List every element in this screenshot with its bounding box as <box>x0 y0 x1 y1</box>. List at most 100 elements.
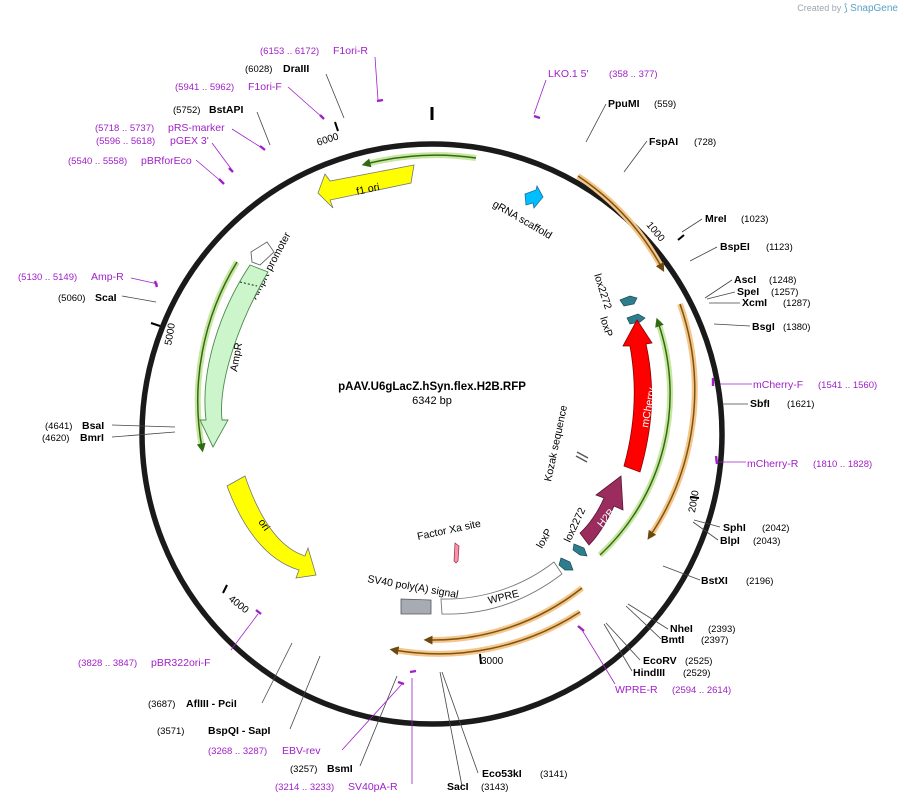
enzyme-asci-name: AscI <box>734 274 756 286</box>
enzyme-blpi-pos: (2043) <box>753 536 780 547</box>
enzyme-sbfi-name: SbfI <box>750 398 770 410</box>
primer-sv40pa-r-range: (3214 .. 3233) <box>275 782 334 793</box>
kozak-feature-line-2 <box>575 455 588 463</box>
green-arc-arrows <box>194 152 674 558</box>
ampr-label: AmpR <box>228 341 245 372</box>
enzyme-bspei-pos: (1123) <box>766 242 793 253</box>
enzyme-bmti-pos: (2397) <box>701 635 728 646</box>
enzyme-bstxi-name: BstXI <box>701 575 728 587</box>
enzyme-asci-pos: (1248) <box>769 275 796 286</box>
snapgene-logo-icon: ⟆ <box>843 3 848 14</box>
loxp-top-label: loxP <box>597 315 615 338</box>
factor-xa-label: Factor Xa site <box>416 518 482 543</box>
sv40-polya-feature <box>400 598 432 615</box>
orange-arc-arrows <box>389 173 698 657</box>
loxp-bottom-feature <box>558 557 574 571</box>
watermark-created-by: Created by <box>797 3 842 13</box>
plasmid-length: 6342 bp <box>412 395 452 407</box>
primer-pgex3-name: pGEX 3' <box>170 135 209 147</box>
tick-5000-line <box>150 322 161 327</box>
grna-scaffold-label: gRNA scaffold <box>491 198 555 242</box>
enzyme-bstapi-name: BstAPI <box>209 104 244 116</box>
tick-6000-line <box>334 121 339 132</box>
enzyme-xcmi-pos: (1287) <box>783 298 810 309</box>
primer-pgex3-range: (5596 .. 5618) <box>96 136 155 147</box>
enzyme-eco53ki-pos: (3141) <box>540 769 567 780</box>
enzyme-eco53ki-name: Eco53kI <box>482 768 522 780</box>
tick-marks <box>150 121 700 665</box>
loxp-bottom-label: loxP <box>534 527 555 551</box>
enzyme-hindiii-pos: (2529) <box>683 668 710 679</box>
enzyme-bmti-name: BmtI <box>661 634 684 646</box>
kozak-label: Kozak sequence <box>542 404 570 483</box>
enzyme-bspei-name: BspEI <box>720 241 750 253</box>
enzyme-bstxi-pos: (2196) <box>746 576 773 587</box>
primer-f1ori-f-name: F1ori-F <box>248 81 282 93</box>
enzyme-ecorv-pos: (2525) <box>685 656 712 667</box>
primer-f1ori-r-name: F1ori-R <box>333 45 368 57</box>
tick-label-3000: 3000 <box>481 656 504 667</box>
enzyme-spei-name: SpeI <box>737 286 759 298</box>
tick-2000-line <box>689 496 700 499</box>
enzyme-bsmi-name: BsmI <box>327 763 353 775</box>
tick-label-5000: 5000 <box>163 322 178 346</box>
enzyme-labels: PpuMI (559) FspAI (728) MreI (1023) BspE… <box>42 63 814 793</box>
ori-label: ori <box>256 517 273 533</box>
primer-sv40pa-r-name: SV40pA-R <box>348 781 398 793</box>
primer-lko1-name: LKO.1 5' <box>548 68 589 80</box>
ampr-feature <box>199 264 269 448</box>
primer-mcherry-f-range: (1541 .. 1560) <box>818 380 877 391</box>
h2b-feature <box>579 475 624 546</box>
tick-label-4000: 4000 <box>226 594 251 617</box>
primer-f1ori-f-range: (5941 .. 5962) <box>175 82 234 93</box>
primer-amp-r-range: (5130 .. 5149) <box>18 272 77 283</box>
ori-feature <box>226 475 317 579</box>
enzyme-bsgi-pos: (1380) <box>783 322 810 333</box>
enzyme-afliii-pcii-pos: (3687) <box>148 699 175 710</box>
enzyme-sphi-name: SphI <box>723 522 746 534</box>
tick-label-6000: 6000 <box>316 131 341 148</box>
primer-ebv-rev-range: (3268 .. 3287) <box>208 746 267 757</box>
enzyme-hindiii-name: HindIII <box>633 667 665 679</box>
factor-xa-feature <box>453 542 460 564</box>
enzyme-spei-pos: (1257) <box>771 287 798 298</box>
enzyme-mrei-pos: (1023) <box>741 214 768 225</box>
enzyme-mrei-name: MreI <box>705 213 727 225</box>
f1-ori-label: f1 ori <box>355 181 380 198</box>
enzyme-nhei-name: NheI <box>670 623 693 635</box>
enzyme-saci-pos: (3143) <box>481 782 508 793</box>
enzyme-bspqi-sapi-pos: (3571) <box>157 726 184 737</box>
ampr-dashed-marker <box>239 281 258 287</box>
enzyme-fspai-name: FspAI <box>649 136 678 148</box>
primer-pbrforeco-name: pBRforEco <box>141 155 192 167</box>
primer-amp-r-name: Amp-R <box>91 271 124 283</box>
enzyme-fspai-pos: (728) <box>694 137 716 148</box>
enzyme-xcmi-name: XcmI <box>742 297 767 309</box>
enzyme-sphi-pos: (2042) <box>762 523 789 534</box>
watermark-brand: SnapGene <box>850 3 898 14</box>
enzyme-bsai-name: BsaI <box>82 420 104 432</box>
enzyme-blpi-name: BlpI <box>720 535 740 547</box>
primer-mcherry-r-range: (1810 .. 1828) <box>813 459 872 470</box>
lox2272-top-feature <box>619 295 638 307</box>
plasmid-name: pAAV.U6gLacZ.hSyn.flex.H2B.RFP <box>338 381 526 393</box>
tick-label-2000: 2000 <box>687 489 702 513</box>
enzyme-bmri-name: BmrI <box>80 432 104 444</box>
backbone-outer-ring <box>139 141 725 727</box>
primer-prs-marker-name: pRS-marker <box>168 122 225 134</box>
primer-pbrforeco-range: (5540 .. 5558) <box>68 156 127 167</box>
primer-f1ori-r-range: (6153 .. 6172) <box>260 46 319 57</box>
primer-mcherry-r-name: mCherry-R <box>747 458 799 470</box>
loxp-top-feature <box>626 313 646 325</box>
enzyme-ppumi-name: PpuMI <box>608 98 640 110</box>
primer-wpre-r-name: WPRE-R <box>615 684 658 696</box>
enzyme-ppumi-pos: (559) <box>654 99 676 110</box>
enzyme-bstapi-pos: (5752) <box>173 105 200 116</box>
sv40-polya-label: SV40 poly(A) signal <box>366 573 459 601</box>
f1-ori-feature <box>317 164 415 209</box>
enzyme-leader-lines <box>111 73 751 787</box>
primer-lko1-range: (358 .. 377) <box>609 69 658 80</box>
primer-pbr322ori-f-name: pBR322ori-F <box>151 657 211 669</box>
enzyme-scai-name: ScaI <box>95 292 117 304</box>
